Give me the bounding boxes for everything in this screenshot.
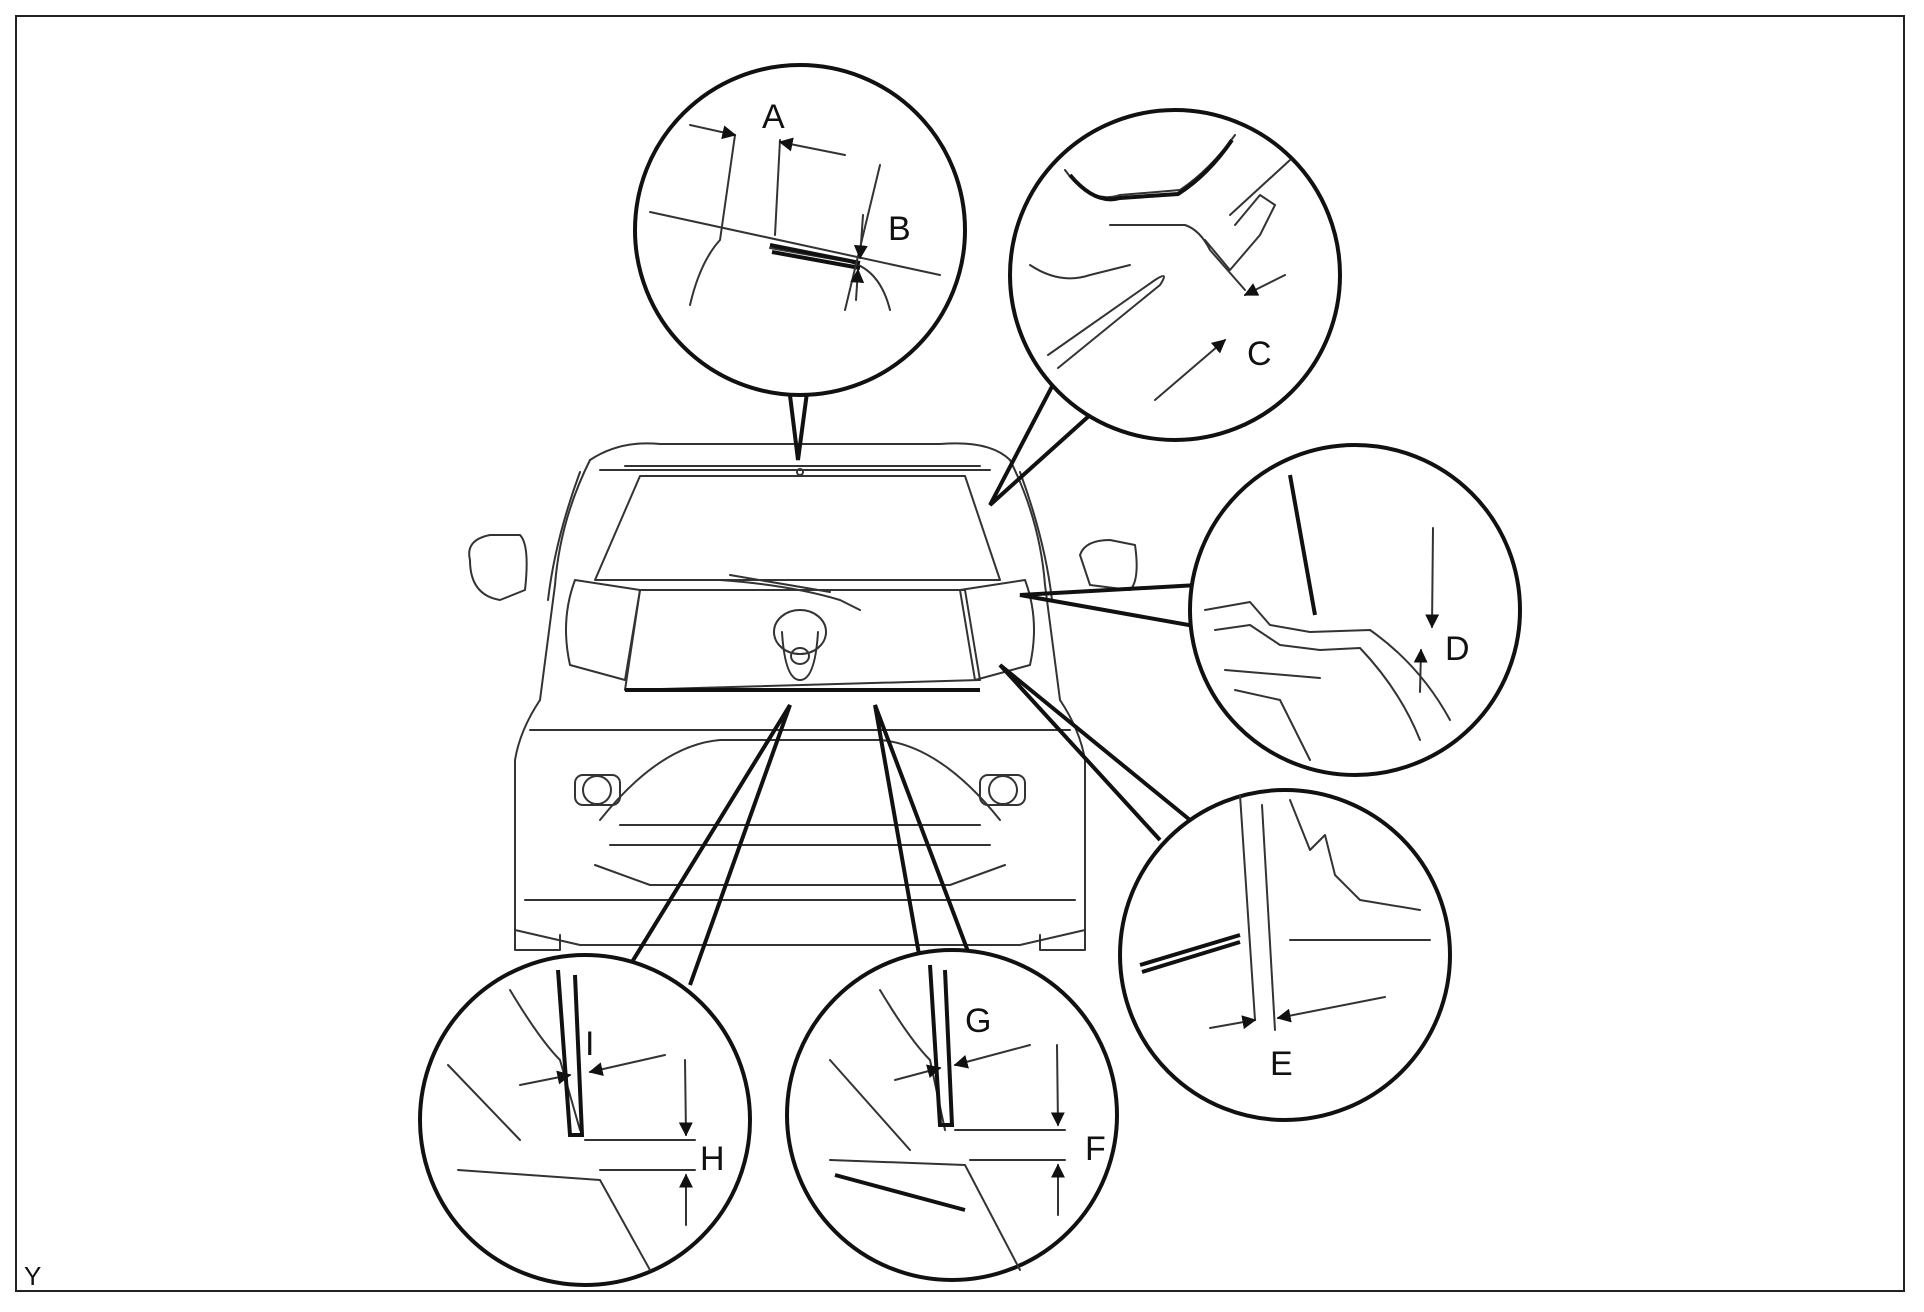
callout-d: D bbox=[1445, 630, 1470, 668]
callout-h: H bbox=[700, 1140, 725, 1178]
callout-i: I bbox=[585, 1025, 594, 1063]
callout-pointers bbox=[630, 354, 1201, 986]
detail-circle-lower-left: I H bbox=[418, 953, 752, 1287]
callout-b: B bbox=[888, 210, 911, 248]
callout-g: G bbox=[965, 1002, 991, 1040]
detail-circle-bottom-center: G F bbox=[785, 948, 1119, 1282]
detail-circle-top: A B bbox=[633, 63, 967, 397]
callout-c: C bbox=[1247, 335, 1272, 373]
callout-f: F bbox=[1085, 1130, 1106, 1168]
detail-circle-right: D bbox=[1188, 443, 1522, 777]
figure-code: Y bbox=[24, 1261, 41, 1291]
callout-a: A bbox=[762, 98, 785, 136]
detail-circle-upper-right: C bbox=[1008, 108, 1342, 442]
detail-circle-lower-right: E bbox=[1118, 788, 1452, 1122]
callout-e: E bbox=[1270, 1045, 1293, 1083]
